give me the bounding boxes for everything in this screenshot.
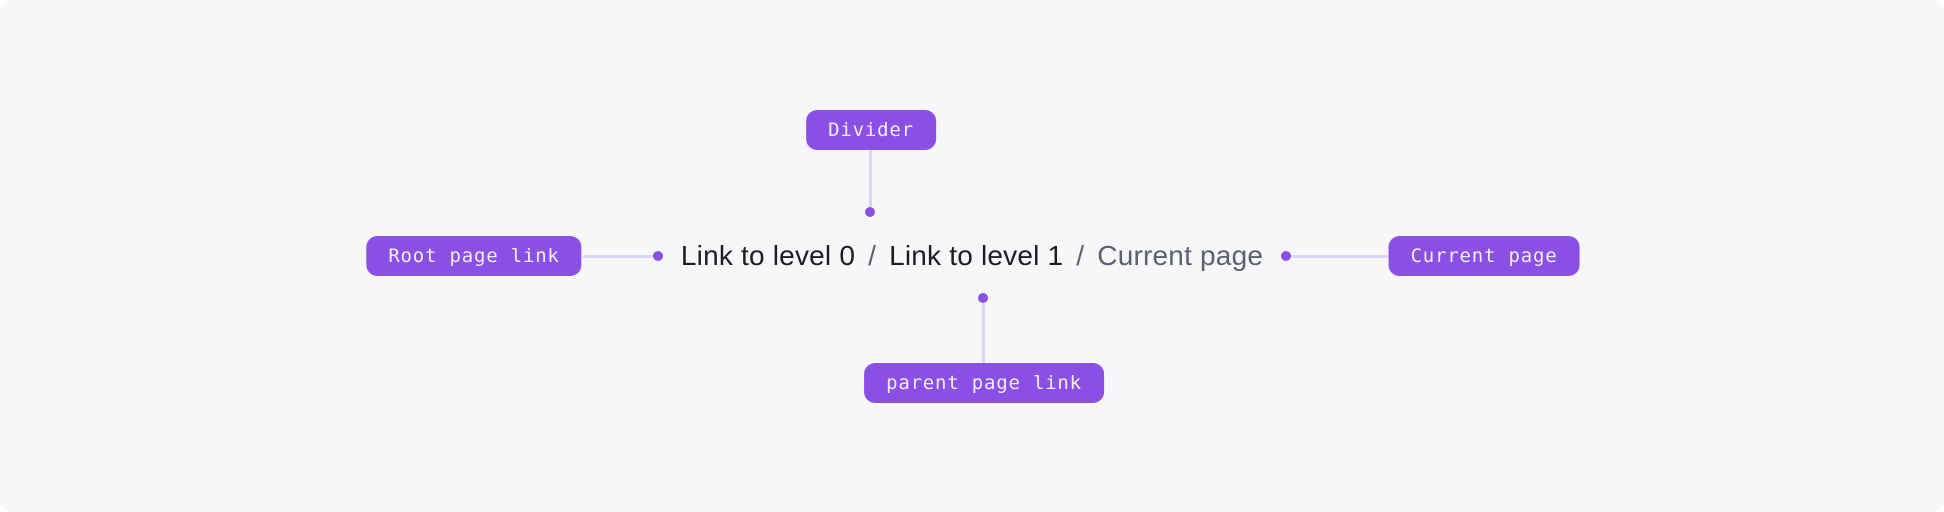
annotation-current-page-label: Current page (1388, 236, 1580, 276)
breadcrumb: Link to level 0 / Link to level 1 / Curr… (681, 240, 1263, 272)
divider-connector-line (868, 150, 872, 207)
parent-connector-dot (978, 293, 988, 303)
annotation-divider-label: Divider (806, 110, 936, 150)
parent-connector-line (981, 303, 985, 363)
breadcrumb-link-level-1[interactable]: Link to level 1 (889, 240, 1064, 271)
annotation-parent-page-link-label: parent page link (864, 363, 1104, 403)
divider-connector-dot (865, 207, 875, 217)
breadcrumb-current-page: Current page (1097, 240, 1264, 271)
current-connector-dot (1281, 251, 1291, 261)
breadcrumb-link-level-0[interactable]: Link to level 0 (680, 240, 856, 271)
root-connector-line (583, 254, 653, 258)
breadcrumb-separator: / (868, 240, 877, 271)
root-connector-dot (653, 251, 663, 261)
annotation-root-page-link-label: Root page link (366, 236, 582, 276)
breadcrumb-separator: / (1076, 240, 1085, 271)
current-connector-line (1291, 254, 1388, 258)
